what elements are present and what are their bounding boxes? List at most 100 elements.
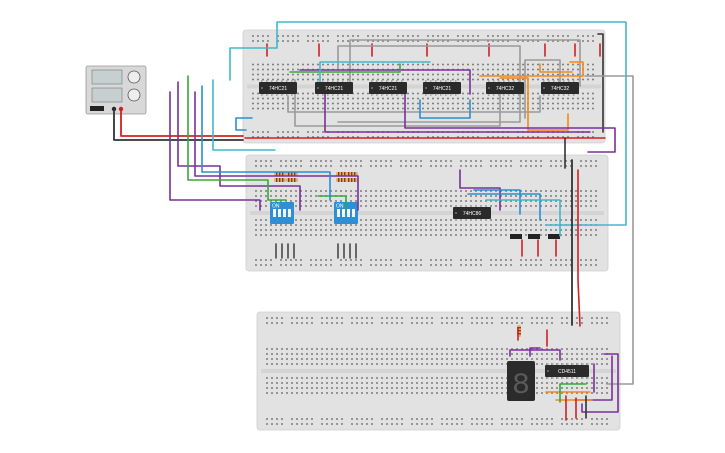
dip-switch-body: [270, 202, 294, 224]
hole: [461, 358, 463, 360]
ic-pin: [276, 80, 278, 82]
hole: [337, 102, 339, 105]
resistor-3[interactable]: [274, 178, 286, 182]
current-knob[interactable]: [127, 88, 141, 102]
hole: [587, 35, 589, 37]
ic-chip-top-5[interactable]: 74HC32: [486, 80, 524, 96]
dip-switch-lever[interactable]: [347, 209, 350, 213]
wire[interactable]: [324, 91, 591, 133]
ic-chip-bottom[interactable]: CD4511: [545, 363, 589, 379]
wire[interactable]: [212, 79, 276, 151]
wire[interactable]: [597, 33, 604, 133]
resistor-band: [348, 178, 350, 182]
hole: [295, 200, 297, 202]
dip-switch-lever[interactable]: [273, 209, 276, 213]
resistor-c-1[interactable]: [336, 178, 348, 182]
wire[interactable]: [299, 69, 471, 95]
hole: [580, 259, 582, 261]
ic-pin: [281, 94, 283, 96]
wire[interactable]: [584, 75, 634, 385]
ic-chip-top-3[interactable]: 74HC21: [369, 80, 407, 96]
hole: [426, 418, 428, 420]
hole: [257, 92, 259, 95]
voltage-knob[interactable]: [127, 70, 141, 84]
wire[interactable]: [235, 117, 253, 131]
hole: [480, 165, 482, 167]
dip-switch-lever[interactable]: [278, 209, 281, 213]
hole: [282, 40, 284, 42]
dip-switch-1[interactable]: ON: [270, 202, 294, 224]
transistor-1[interactable]: [510, 234, 522, 239]
resistor-1[interactable]: [274, 172, 286, 176]
hole: [452, 63, 454, 66]
ic-chip-top-6[interactable]: 74HC32: [541, 80, 579, 96]
wire[interactable]: [201, 85, 331, 201]
wire[interactable]: [581, 353, 619, 413]
hole: [566, 317, 568, 319]
wire[interactable]: [317, 195, 347, 211]
wire[interactable]: [289, 63, 401, 73]
hole: [296, 322, 298, 324]
hole: [571, 382, 573, 384]
ic-chip-middle[interactable]: 74HC86: [453, 205, 491, 221]
wire[interactable]: [287, 95, 541, 113]
resistor-b-1[interactable]: [336, 172, 348, 176]
wire[interactable]: [473, 189, 521, 215]
dip-switch-lever[interactable]: [283, 209, 286, 213]
wire[interactable]: [559, 383, 587, 403]
wire[interactable]: [113, 108, 244, 141]
wire[interactable]: [194, 91, 359, 211]
wire[interactable]: [319, 61, 431, 85]
hole: [451, 392, 453, 394]
transistor-2[interactable]: [528, 234, 540, 239]
hole: [591, 353, 593, 355]
hole: [396, 353, 398, 355]
ic-chip-top-1[interactable]: 74HC21: [259, 80, 297, 96]
dip-switch-2[interactable]: ON: [334, 202, 358, 224]
wire[interactable]: [509, 349, 561, 361]
wire[interactable]: [467, 193, 541, 221]
hole: [270, 224, 272, 226]
wire[interactable]: [479, 61, 584, 77]
wire[interactable]: [529, 347, 541, 357]
dip-switch-lever[interactable]: [352, 209, 355, 213]
ic-chip-top-4[interactable]: 74HC21: [423, 80, 461, 96]
hole: [476, 363, 478, 365]
hole: [395, 224, 397, 226]
transistor-3[interactable]: [548, 234, 560, 239]
hole: [595, 229, 597, 231]
seven-segment-display[interactable]: 8: [507, 361, 535, 403]
wire[interactable]: [539, 63, 573, 73]
hole: [345, 190, 347, 192]
resistor-4[interactable]: [286, 178, 298, 182]
hole: [547, 78, 549, 81]
hole: [512, 73, 514, 76]
wire[interactable]: [459, 169, 501, 211]
dip-switch-lever[interactable]: [337, 209, 340, 213]
wire[interactable]: [577, 169, 581, 327]
wire[interactable]: [169, 91, 261, 211]
power-switch[interactable]: [90, 106, 104, 111]
power-supply[interactable]: [85, 65, 147, 115]
resistor-c-2[interactable]: [346, 178, 358, 182]
hole: [576, 392, 578, 394]
hole: [385, 219, 387, 221]
hole: [307, 40, 309, 42]
ic-chip-top-2[interactable]: 74HC21: [315, 80, 353, 96]
dip-switch-lever[interactable]: [288, 209, 291, 213]
wire[interactable]: [419, 99, 471, 119]
hole: [480, 200, 482, 202]
wire[interactable]: [337, 45, 521, 123]
wire[interactable]: [294, 79, 501, 127]
wire[interactable]: [404, 87, 616, 153]
wire[interactable]: [499, 77, 569, 131]
hole: [467, 63, 469, 66]
wire[interactable]: [229, 21, 627, 226]
hole: [265, 229, 267, 231]
wire[interactable]: [187, 75, 287, 201]
resistor-b-2[interactable]: [346, 172, 358, 176]
resistor-2[interactable]: [286, 172, 298, 176]
dip-switch-lever[interactable]: [342, 209, 345, 213]
wire[interactable]: [485, 199, 561, 237]
